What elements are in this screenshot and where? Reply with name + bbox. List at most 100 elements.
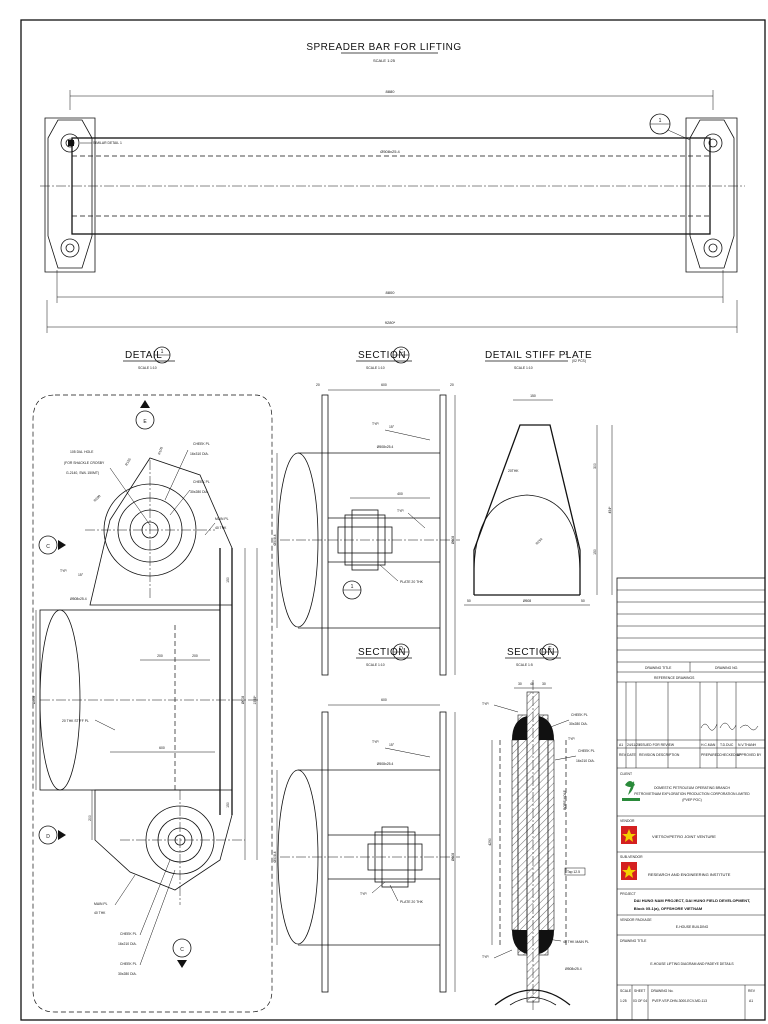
secC-marker: 1 [351,584,354,590]
tb-rev-date: 24/11/20 [627,743,640,747]
secD-scale: SCALE 1:10 [366,663,385,667]
d1-dim-200a: 200 [157,654,163,658]
d1-r200: R200 [93,494,102,503]
detail-1-view: DETAIL 1 SCALE 1:10 200 [32,346,273,1013]
detail1-num: 1 [161,349,164,355]
secD-d508: Ø508.4 [273,851,277,862]
section-e-view: SECTION E SCALE 1:5 30 40 30 TYP. CHEEK … [482,643,595,1010]
secC-letter: C [399,349,403,355]
d1-cheek3-b: 16x210 DIA. [118,942,137,946]
tb-rev-a: A1 [619,743,623,747]
sp-d50a: 50 [467,599,471,603]
secC-typ: TYP. [372,422,379,426]
secD-d608: Ø608 [451,853,455,861]
tb-sub-label: SUB-VENDOR [620,855,643,859]
tb-sub: RESEARCH AND ENGINEERING INSTITUTE [648,872,731,877]
main-dim-bottom: 9280* [385,320,396,325]
tb-reference-label: REFERENCE DRAWINGS [654,676,695,680]
main-title: SPREADER BAR FOR LIFTING [306,42,461,53]
tb-col-desc: REVISION DESCRIPTION [639,753,680,757]
tb-no: PVEP-VSP-DHN-3000-ECV-MD-113 [652,999,707,1003]
d1-dim-600: 600 [159,746,165,750]
tb-rev-chk: T.D.DUC [720,743,734,747]
d1-r155: R155 [124,457,132,466]
d1-marker-c2: C [180,947,184,953]
tb-rev-label: REV [748,989,756,993]
main-pipe-label: Ø508x25.4 [380,149,400,154]
d1-dim-150a: 150 [226,577,230,583]
d1-deg: 15° [78,573,84,577]
d1-dim-150b: 150 [226,802,230,808]
d1-marker-e: E [143,419,147,425]
sheet-border [20,19,766,1021]
secC-d20a: 20 [316,383,320,387]
secE-typ: TYP. [482,702,489,706]
tb-col-prep: PREPARED [701,753,720,757]
d1-dim-200b: 200 [192,654,198,658]
sp-d150: 150 [530,394,536,398]
sp-d150b: 150 [593,549,597,555]
secE-d4290: 4290 [488,838,492,846]
tb-project-l2: Block 05-1(a), OFFSHORE VIETNAM [634,906,703,911]
secE-title: SECTION [507,647,555,658]
tb-drawing-title-label: DRAWING TITLE [645,666,672,670]
tb-vendor: VIETSOVPETRO JOINT VENTURE [652,834,716,839]
main-scale: SCALE 1:25 [373,58,396,63]
d1-dim-608: Ø608 [241,696,245,704]
sp-d508: Ø508 [523,599,531,603]
main-detail-marker: 1 [659,118,662,124]
tb-package-label: VENDOR PACKAGE [620,918,652,922]
similar-detail-note: SIMILAR DETAIL 1 [93,141,122,145]
secC-scale: SCALE 1:10 [366,366,385,370]
tb-client-l2: PETROVIETNAM EXPLORATION PRODUCTION CORP… [634,792,750,796]
secD-typ2: TYP. [360,892,367,896]
secE-main: 40 THK MAIN PL [563,940,589,944]
tb-package: E-HOUSE BUILDING [676,925,709,929]
rei-flag-icon [621,862,637,880]
tb-vendor-label: VENDOR [620,819,635,823]
sp-title: DETAIL STIFF PLATE [485,350,592,361]
pvep-logo-icon [622,781,640,801]
tb-sheet: 03 OF 04 [633,999,647,1003]
d1-r105: R105 [157,446,164,455]
sp-num: 1 [565,351,568,357]
tb-rev: A1 [749,999,753,1003]
secE-letter: E [548,646,552,652]
d1-dim-508: Ø508 [32,696,36,704]
tb-project-label: PROJECT [620,892,636,896]
tb-rev-desc: ISSUED FOR REVIEW [639,743,675,747]
secE-pipe: Ø508x25.4 [565,967,582,971]
sp-d50b: 50 [581,599,585,603]
sp-d300: 300 [593,463,597,469]
secD-title: SECTION [358,647,406,658]
secE-typ2: TYP. [568,737,575,741]
title-block: DRAWING TITLE DRAWING NO. REFERENCE DRAW… [616,577,766,1021]
tb-scale-label: SCALE [620,989,632,993]
secC-d5084: Ø508.4 [273,534,277,545]
section-c-view: SECTION C SCALE 1:10 20 600 20 TYP. 15° … [273,346,460,676]
main-dim-top: 8880 [386,89,396,94]
d1-dim-1558: 1558* [253,695,257,705]
d1-dim-200c: 200 [88,815,92,821]
secC-d400: 400 [397,492,403,496]
secE-cheek2-b: 16x210 DIA. [576,759,595,763]
tb-client-l1: DOMESTIC PETROLEUM OPERATING BRANCH [654,786,730,790]
secC-d608: Ø608 [451,536,455,544]
secE-cheek2-a: CHEEK PL [578,749,595,753]
tb-col-rev: REV [619,753,627,757]
secE-d30a: 30 [518,682,522,686]
tb-project-l1: DAI HUNG NAM PROJECT, DAI HUNG FIELD DEV… [634,898,750,903]
marker-c-icon [38,535,58,555]
tb-no-label: DRAWING No. [651,989,674,993]
sp-d454: 454* [608,506,612,514]
secD-deg: 15° [389,743,395,747]
d1-stiff: 20 THK STIFF PL [62,719,89,723]
secE-bore: BORE HOLE [563,789,567,810]
main-dim-mid: 8800 [386,290,396,295]
secE-scale: SCALE 1:5 [516,663,533,667]
secD-letter: D [399,646,403,652]
secD-plate: PLATE 20 THK [400,900,424,904]
vsp-flag-icon [621,826,637,844]
d1-cheek3-a: CHEEK PL [120,932,137,936]
